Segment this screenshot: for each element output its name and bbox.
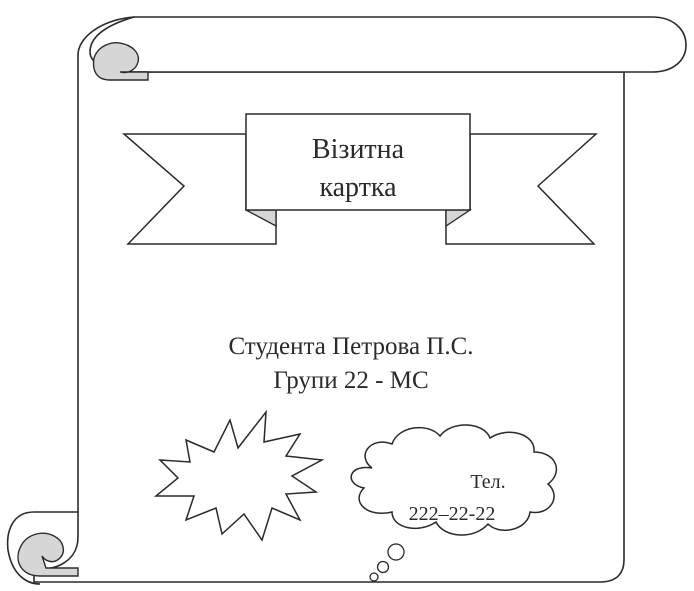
scroll-bottom-roll-shade <box>17 532 79 577</box>
banner-title-line2: картка <box>319 172 397 203</box>
thought-bubble-cloud <box>350 424 558 536</box>
scroll-bottom-roll-line <box>6 511 41 585</box>
banner-title-line1: Візитна <box>312 134 405 165</box>
scroll-top-curl <box>89 16 687 73</box>
phone-label: Тел. <box>470 471 505 493</box>
student-name: Студента Петрова П.С. <box>228 333 473 360</box>
thought-bubble-dot-small <box>369 572 379 582</box>
phone-number: 222–22-22 <box>409 503 496 525</box>
scroll-top-roll-line <box>77 16 135 56</box>
thought-bubble-dot-large <box>387 543 405 561</box>
banner-center-panel <box>245 113 471 211</box>
thought-bubble-dot-medium <box>376 560 390 574</box>
explosion-burst-shape <box>153 409 325 542</box>
student-group: Групи 22 - МС <box>273 367 428 394</box>
scroll-top-roll-shade <box>92 42 149 81</box>
